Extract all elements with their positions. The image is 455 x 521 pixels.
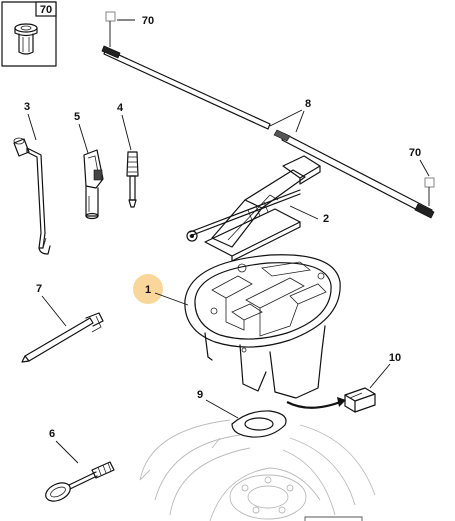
socket-tool-part-5: 5 bbox=[74, 111, 104, 220]
ring-part-9: 9 bbox=[197, 389, 287, 438]
callout-8: 8 bbox=[269, 98, 311, 133]
svg-text:1: 1 bbox=[145, 284, 151, 296]
foam-block-part-10: 10 bbox=[286, 352, 401, 413]
svg-text:10: 10 bbox=[389, 352, 401, 364]
svg-text:70: 70 bbox=[142, 15, 154, 27]
bit-tool-part-4: 4 bbox=[117, 102, 139, 208]
callout-1-highlighted: 1 bbox=[133, 274, 189, 306]
square-box-icon bbox=[105, 11, 116, 22]
tool-tray-part-1 bbox=[184, 254, 341, 399]
svg-text:8: 8 bbox=[305, 98, 311, 110]
callout-70-inset: 70 bbox=[40, 4, 52, 16]
svg-text:4: 4 bbox=[117, 102, 124, 114]
svg-text:70: 70 bbox=[409, 147, 421, 159]
scissor-jack-part-2: 2 bbox=[186, 155, 329, 262]
square-box-icon bbox=[424, 177, 435, 188]
svg-text:2: 2 bbox=[323, 213, 329, 225]
inset-box-part-70: 70 bbox=[1, 1, 57, 67]
svg-text:7: 7 bbox=[36, 283, 42, 295]
svg-text:9: 9 bbox=[197, 389, 203, 401]
svg-text:6: 6 bbox=[49, 428, 55, 440]
lever-bar-part-7: 7 bbox=[21, 283, 104, 363]
strap-part-8 bbox=[101, 45, 435, 219]
callout-70-right: 70 bbox=[409, 147, 435, 206]
spare-wheel-outline bbox=[139, 419, 376, 521]
corner-stamp bbox=[304, 516, 363, 521]
callout-70-top: 70 bbox=[105, 11, 154, 47]
towing-eye-part-6: 6 bbox=[45, 428, 115, 502]
svg-text:3: 3 bbox=[24, 101, 30, 113]
clip-fastener-icon bbox=[14, 23, 38, 55]
svg-text:5: 5 bbox=[74, 111, 80, 123]
wheel-brace-part-3: 3 bbox=[13, 101, 51, 255]
